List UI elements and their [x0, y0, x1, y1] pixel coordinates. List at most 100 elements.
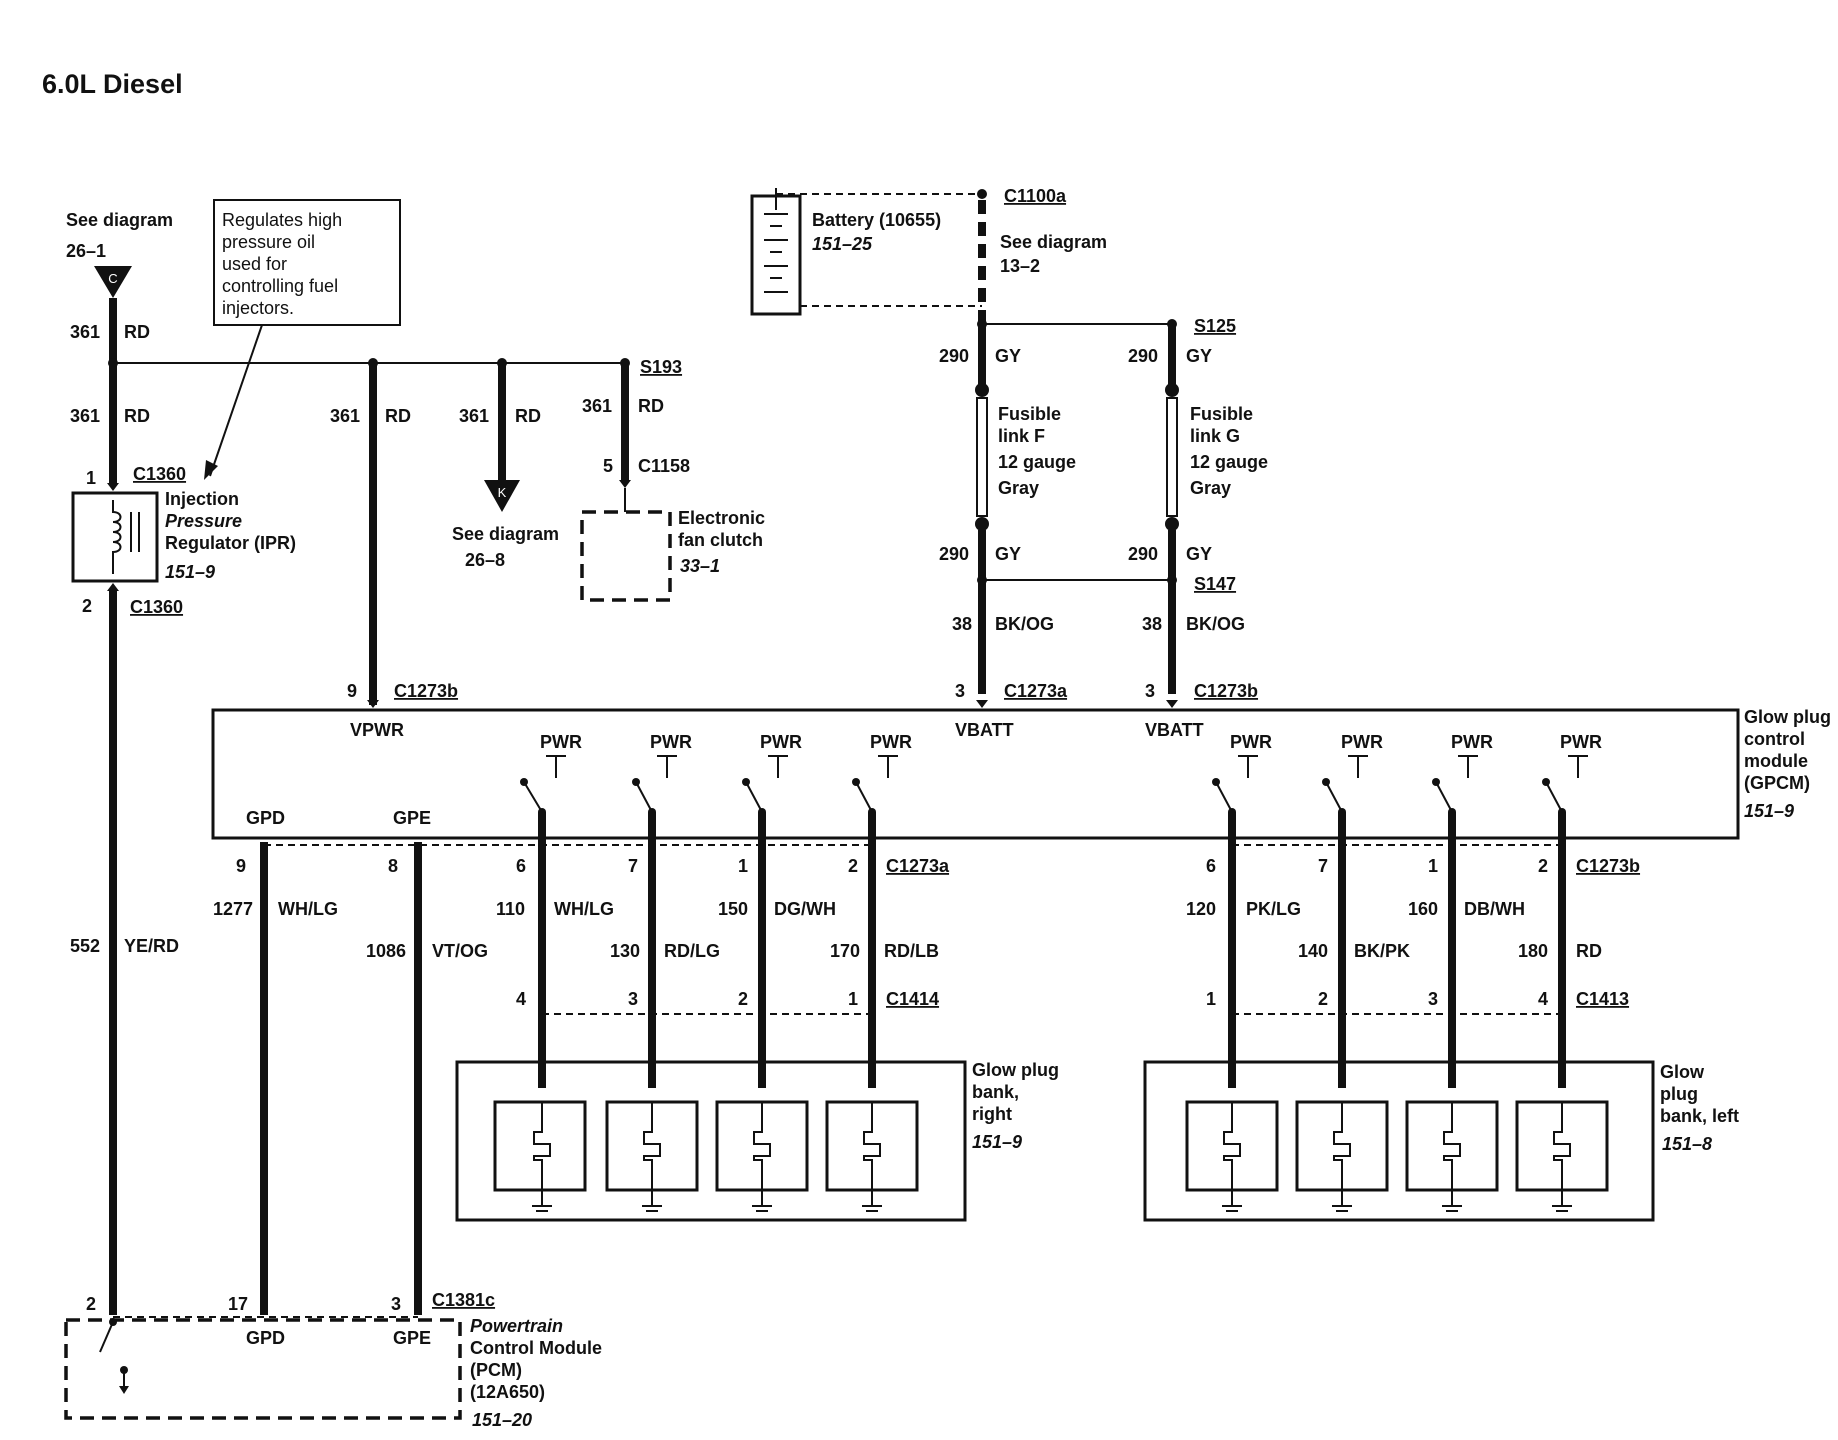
- glow-plug-icon: [1405, 1100, 1499, 1212]
- pwr-switch-1: PWR: [520, 732, 582, 816]
- svg-text:Injection: Injection: [165, 489, 239, 509]
- arrow-head-icon: [204, 460, 218, 480]
- svg-text:C1273a: C1273a: [886, 856, 950, 876]
- svg-text:VT/OG: VT/OG: [432, 941, 488, 961]
- svg-text:WH/LG: WH/LG: [554, 899, 614, 919]
- svg-text:C1360: C1360: [130, 597, 183, 617]
- svg-text:Gray: Gray: [1190, 478, 1231, 498]
- svg-text:control: control: [1744, 729, 1805, 749]
- svg-text:S125: S125: [1194, 316, 1236, 336]
- svg-text:1277: 1277: [213, 899, 253, 919]
- svg-text:12 gauge: 12 gauge: [1190, 452, 1268, 472]
- svg-text:PWR: PWR: [870, 732, 912, 752]
- svg-text:bank,: bank,: [972, 1082, 1019, 1102]
- svg-text:Glow plug: Glow plug: [1744, 707, 1831, 727]
- svg-text:GPD: GPD: [246, 808, 285, 828]
- svg-text:RD: RD: [638, 396, 664, 416]
- svg-text:DG/WH: DG/WH: [774, 899, 836, 919]
- pwr-switch-5: PWR: [1212, 732, 1272, 816]
- svg-text:RD/LB: RD/LB: [884, 941, 939, 961]
- svg-text:C1413: C1413: [1576, 989, 1629, 1009]
- splice-s193: S193: [640, 357, 682, 377]
- svg-text:right: right: [972, 1104, 1012, 1124]
- svg-text:130: 130: [610, 941, 640, 961]
- svg-text:1: 1: [738, 856, 748, 876]
- wire-361-vpwr: 361 RD 9 C1273b: [330, 363, 458, 708]
- svg-text:361: 361: [459, 406, 489, 426]
- svg-text:GY: GY: [995, 346, 1021, 366]
- svg-text:controlling fuel: controlling fuel: [222, 276, 338, 296]
- connector-k-icon: [484, 480, 520, 512]
- svg-text:290: 290: [1128, 346, 1158, 366]
- svg-text:151–20: 151–20: [472, 1410, 532, 1430]
- wire-361-label: 361: [70, 322, 100, 342]
- svg-text:140: 140: [1298, 941, 1328, 961]
- svg-text:2: 2: [1318, 989, 1328, 1009]
- glow-plug-bank-left: Glow plug bank, left 151–8: [1143, 1060, 1739, 1222]
- ipr-page-ref: 151–9: [165, 562, 215, 582]
- svg-text:2: 2: [1538, 856, 1548, 876]
- svg-text:1: 1: [1206, 989, 1216, 1009]
- fusible-link-f: 290 GY Fusible link F 12 gauge Gray 290 …: [939, 324, 1076, 708]
- svg-text:GY: GY: [1186, 544, 1212, 564]
- svg-text:GPD: GPD: [246, 1328, 285, 1348]
- wire-gpd-gpe: 9 8 1277 WH/LG 1086 VT/OG: [213, 842, 876, 1315]
- svg-text:160: 160: [1408, 899, 1438, 919]
- svg-text:150: 150: [718, 899, 748, 919]
- svg-text:C1273b: C1273b: [1194, 681, 1258, 701]
- svg-text:VBATT: VBATT: [955, 720, 1014, 740]
- svg-text:BK/PK: BK/PK: [1354, 941, 1410, 961]
- fusible-link-g: 290 GY Fusible link G 12 gauge Gray 290 …: [982, 324, 1268, 708]
- svg-text:5: 5: [603, 456, 613, 476]
- gpcm-module: VPWR VBATT VBATT GPD GPE Glow plug contr…: [211, 707, 1831, 840]
- ipr-box: [71, 491, 159, 583]
- svg-text:PWR: PWR: [1341, 732, 1383, 752]
- svg-text:PWR: PWR: [650, 732, 692, 752]
- svg-text:Glow: Glow: [1660, 1062, 1705, 1082]
- svg-text:pressure oil: pressure oil: [222, 232, 315, 252]
- svg-text:38: 38: [952, 614, 972, 634]
- fan-clutch-box: [580, 510, 672, 602]
- svg-text:Gray: Gray: [998, 478, 1039, 498]
- svg-text:Battery (10655): Battery (10655): [812, 210, 941, 230]
- svg-text:C1100a: C1100a: [1004, 186, 1067, 206]
- svg-text:injectors.: injectors.: [222, 298, 294, 318]
- pwr-switch-2: PWR: [632, 732, 692, 816]
- solenoid-coil-icon: [112, 500, 122, 574]
- svg-text:120: 120: [1186, 899, 1216, 919]
- wire-rd-label: RD: [124, 322, 150, 342]
- battery-feed: Battery (10655) 151–25 C1100a See diagra…: [750, 186, 1236, 336]
- svg-text:1: 1: [86, 468, 96, 488]
- ipr-component: 1 C1360 Injection Pressure Regulator (IP…: [71, 464, 296, 617]
- svg-text:PWR: PWR: [1230, 732, 1272, 752]
- svg-text:8: 8: [388, 856, 398, 876]
- svg-text:link F: link F: [998, 426, 1045, 446]
- pwr-switch-6: PWR: [1322, 732, 1383, 816]
- svg-text:VBATT: VBATT: [1145, 720, 1204, 740]
- svg-text:290: 290: [939, 346, 969, 366]
- svg-text:1: 1: [848, 989, 858, 1009]
- svg-text:Powertrain: Powertrain: [470, 1316, 563, 1336]
- svg-text:Fusible: Fusible: [1190, 404, 1253, 424]
- glow-plug-icon: [1185, 1100, 1279, 1212]
- glow-plug-icon: [605, 1100, 699, 1212]
- svg-text:151–25: 151–25: [812, 234, 873, 254]
- svg-text:6: 6: [1206, 856, 1216, 876]
- svg-text:33–1: 33–1: [680, 556, 720, 576]
- svg-text:RD: RD: [1576, 941, 1602, 961]
- svg-text:C1381c: C1381c: [432, 1290, 495, 1310]
- svg-text:Pressure: Pressure: [165, 511, 242, 531]
- right-bank-wires: PWR PWR PWR PWR 6 7 1 2: [496, 732, 950, 1088]
- svg-text:PWR: PWR: [760, 732, 802, 752]
- svg-text:361: 361: [330, 406, 360, 426]
- svg-text:See diagram: See diagram: [452, 524, 559, 544]
- glow-plug-icon: [825, 1100, 919, 1212]
- svg-text:2: 2: [738, 989, 748, 1009]
- svg-text:1086: 1086: [366, 941, 406, 961]
- wire-361-fan-clutch: 361 RD 5 C1158 Electronic fan clutch 33–…: [580, 363, 765, 602]
- svg-text:RD: RD: [124, 406, 150, 426]
- svg-text:4: 4: [516, 989, 526, 1009]
- svg-text:110: 110: [496, 899, 525, 919]
- svg-text:Glow plug: Glow plug: [972, 1060, 1059, 1080]
